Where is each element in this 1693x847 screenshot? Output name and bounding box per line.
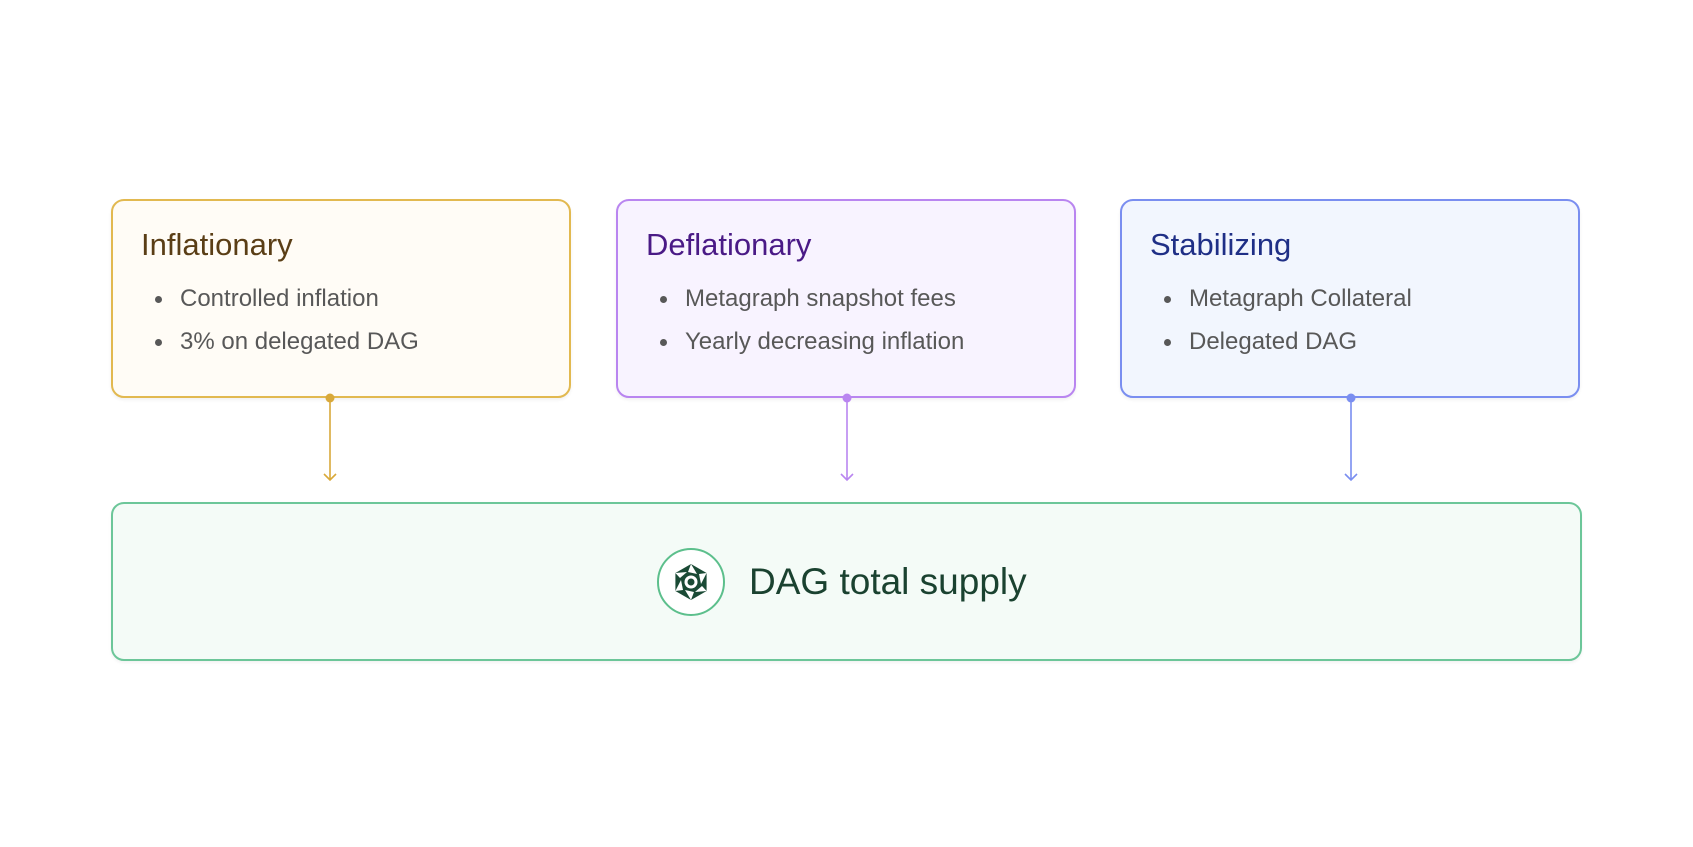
deflationary-list: Metagraph snapshot fees Yearly decreasin… bbox=[646, 285, 1046, 356]
inflationary-arrow bbox=[323, 393, 337, 482]
stabilizing-title: Stabilizing bbox=[1150, 227, 1292, 262]
bullet-icon bbox=[1164, 339, 1171, 346]
list-item: Delegated DAG bbox=[1150, 328, 1550, 356]
list-item: Yearly decreasing inflation bbox=[646, 328, 1046, 356]
list-item-text: 3% on delegated DAG bbox=[180, 328, 419, 355]
stabilizing-arrow bbox=[1344, 393, 1358, 482]
list-item: Metagraph snapshot fees bbox=[646, 285, 1046, 313]
bullet-icon bbox=[660, 339, 667, 346]
inflationary-title: Inflationary bbox=[141, 227, 293, 262]
stabilizing-card: Stabilizing Metagraph Collateral Delegat… bbox=[1120, 199, 1580, 398]
list-item-text: Controlled inflation bbox=[180, 285, 379, 312]
supply-content: DAG total supply bbox=[657, 546, 1027, 618]
inflationary-card: Inflationary Controlled inflation 3% on … bbox=[111, 199, 571, 398]
deflationary-card: Deflationary Metagraph snapshot fees Yea… bbox=[616, 199, 1076, 398]
list-item-text: Metagraph snapshot fees bbox=[685, 285, 956, 312]
list-item: Metagraph Collateral bbox=[1150, 285, 1550, 313]
bullet-icon bbox=[155, 296, 162, 303]
list-item: Controlled inflation bbox=[141, 285, 541, 313]
bullet-icon bbox=[1164, 296, 1171, 303]
list-item-text: Yearly decreasing inflation bbox=[685, 328, 965, 355]
constellation-logo-icon bbox=[657, 548, 725, 616]
inflationary-list: Controlled inflation 3% on delegated DAG bbox=[141, 285, 541, 356]
dag-total-supply-box: DAG total supply bbox=[111, 502, 1582, 661]
deflationary-arrow bbox=[840, 393, 854, 482]
bullet-icon bbox=[155, 339, 162, 346]
bullet-icon bbox=[660, 296, 667, 303]
stabilizing-list: Metagraph Collateral Delegated DAG bbox=[1150, 285, 1550, 356]
deflationary-title: Deflationary bbox=[646, 227, 812, 262]
list-item: 3% on delegated DAG bbox=[141, 328, 541, 356]
supply-label: DAG total supply bbox=[749, 561, 1027, 602]
list-item-text: Metagraph Collateral bbox=[1189, 285, 1412, 312]
list-item-text: Delegated DAG bbox=[1189, 328, 1358, 355]
